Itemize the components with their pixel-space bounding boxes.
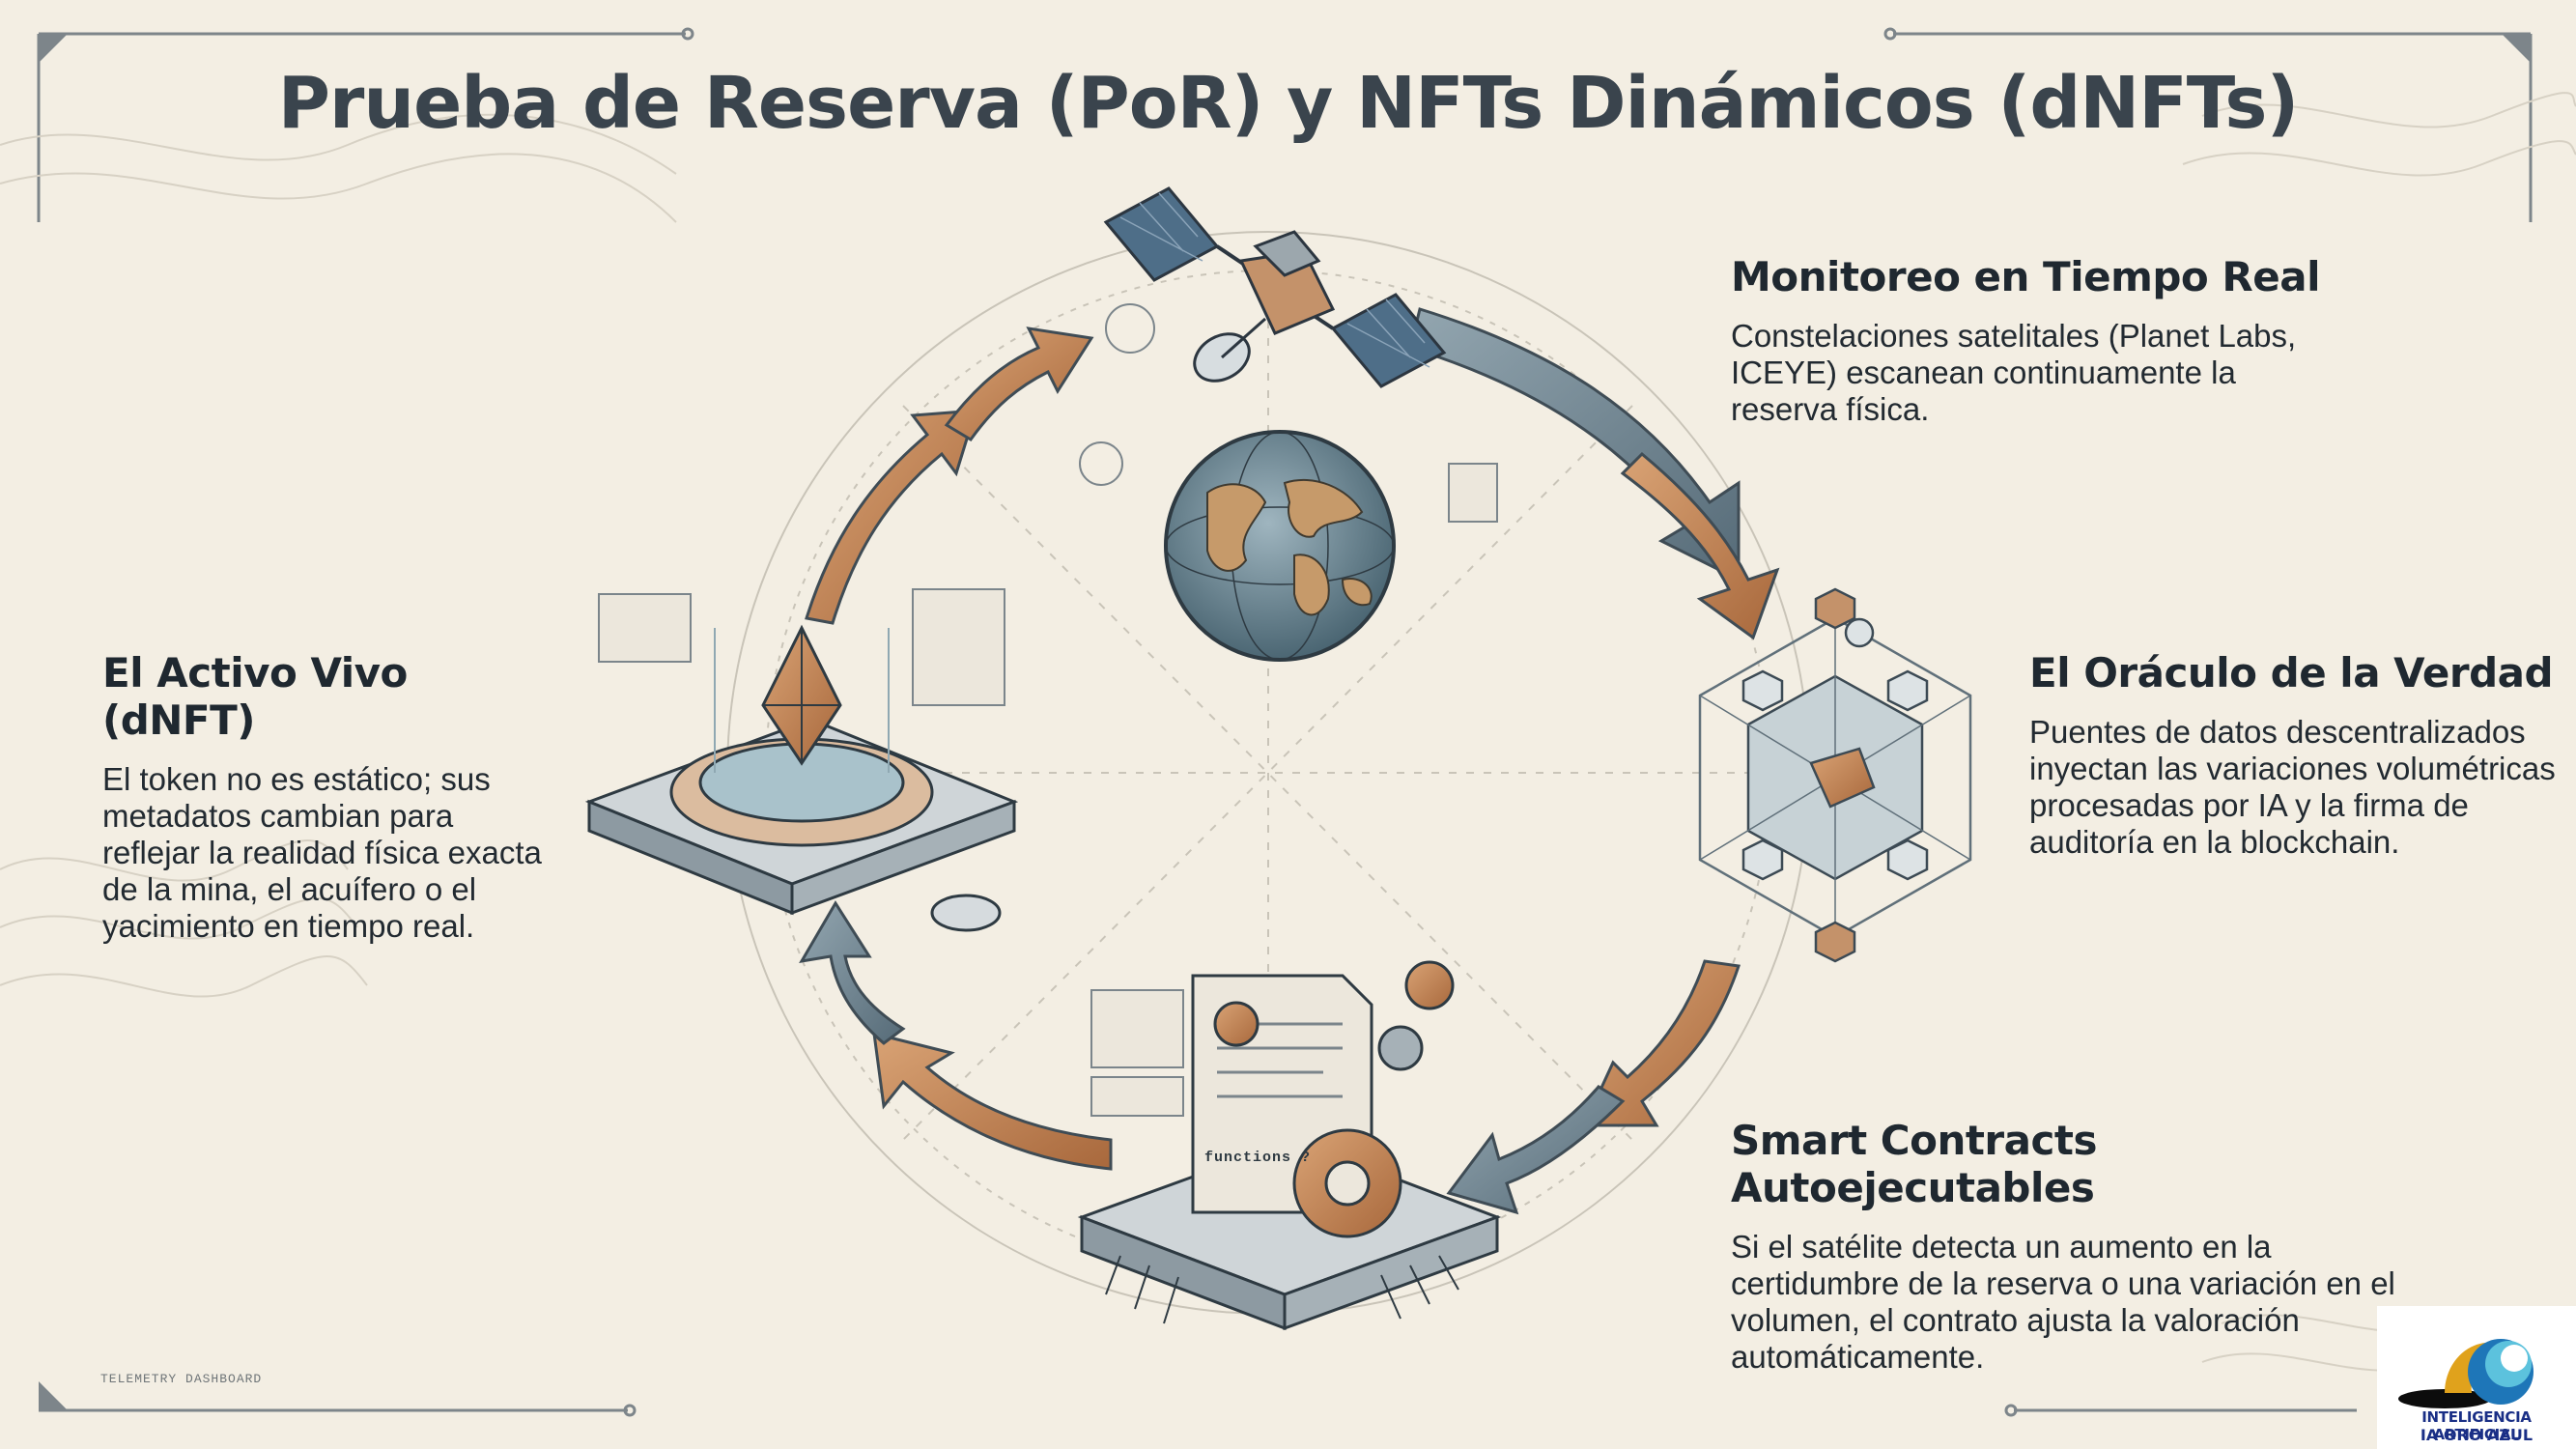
oracle-network-icon — [1698, 587, 1972, 963]
frame-corners — [37, 27, 2533, 1417]
satellite-icon — [1103, 186, 1447, 388]
living-asset-section: El Activo Vivo (dNFT) El token no es est… — [102, 649, 547, 945]
monitoring-body: Constelaciones satelitales (Planet Labs,… — [1731, 318, 2297, 427]
arrow-to-contract — [1446, 1085, 1626, 1215]
arrow-top-left — [944, 327, 1094, 441]
logo-line-1: INTELIGENCIA ARTIFICIAL — [2421, 1408, 2532, 1443]
oracle-section: El Oráculo de la Verdad Puentes de datos… — [2029, 649, 2570, 861]
telemetry-footer-label: TELEMETRY DASHBOARD — [100, 1372, 263, 1386]
smart-contracts-body: Si el satélite detecta un aumento en la … — [1731, 1229, 2395, 1375]
oracle-heading: El Oráculo de la Verdad — [2029, 649, 2554, 696]
data-widgets — [598, 303, 1498, 1117]
monitoring-heading: Monitoreo en Tiempo Real — [1731, 253, 2320, 300]
living-asset-body: El token no es estático; sus metadatos c… — [102, 761, 542, 944]
oracle-body: Puentes de datos descentralizados inyect… — [2029, 714, 2556, 860]
contract-stack-icon — [1077, 960, 1502, 1331]
logo-mark-icon — [2398, 1339, 2534, 1408]
page-title: Prueba de Reserva (PoR) y NFTs Dinámicos… — [277, 62, 2300, 145]
corner-triangles — [39, 34, 2531, 1410]
brand-logo: INTELIGENCIA ARTIFICIAL IA ORO AZUL — [2377, 1306, 2576, 1449]
smart-contracts-section: Smart Contracts Autoejecutables Si el sa… — [1731, 1117, 2426, 1376]
smart-contracts-heading: Smart Contracts Autoejecutables — [1731, 1117, 2097, 1211]
monitoring-section: Monitoreo en Tiempo Real Constelaciones … — [1731, 253, 2349, 428]
arrow-oracle-down — [1620, 451, 1780, 640]
arrow-satellite-to-oracle — [1408, 307, 1741, 582]
arrow-left-up — [799, 900, 906, 1045]
contract-pins — [1105, 1255, 1459, 1324]
globe-icon — [1164, 430, 1396, 662]
cycle-arrows — [799, 307, 1780, 1215]
arrow-contract-to-dnft — [872, 1032, 1113, 1171]
functions-label: functions ? — [1204, 1150, 1312, 1166]
logo-line-2: IA ORO AZUL — [2420, 1426, 2534, 1444]
living-asset-heading: El Activo Vivo (dNFT) — [102, 649, 408, 744]
dnft-platform-icon — [584, 624, 1019, 932]
